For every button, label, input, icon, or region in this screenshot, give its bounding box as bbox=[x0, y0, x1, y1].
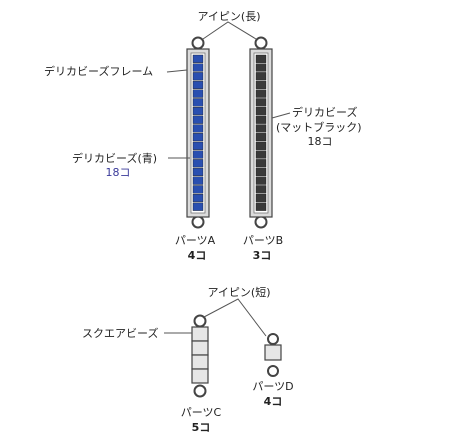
delica-bead bbox=[192, 106, 204, 116]
delica-bead bbox=[255, 159, 267, 168]
part-a-illustration bbox=[186, 36, 210, 229]
delica-bead bbox=[192, 115, 204, 124]
label-delica-black-line1: デリカビーズ bbox=[292, 106, 358, 119]
label-part-a-count: 4コ bbox=[187, 249, 207, 262]
square-bead bbox=[191, 354, 209, 370]
delica-bead bbox=[255, 115, 267, 124]
eye-ring-bottom bbox=[193, 384, 207, 398]
label-part-d-count: 4コ bbox=[263, 395, 283, 408]
label-eyepin-long: アイピン(長) bbox=[197, 10, 261, 23]
delica-bead bbox=[192, 167, 204, 177]
delica-bead bbox=[192, 193, 204, 203]
delica-bead bbox=[255, 106, 267, 116]
delica-bead bbox=[192, 150, 204, 159]
eye-ring-bottom bbox=[254, 215, 268, 229]
delica-bead bbox=[192, 141, 204, 150]
label-eyepin-short: アイピン(短) bbox=[207, 286, 271, 299]
leader-eyepin-short bbox=[203, 298, 267, 337]
eye-ring-top bbox=[267, 333, 279, 345]
delica-bead bbox=[255, 72, 267, 81]
delica-bead bbox=[192, 89, 204, 98]
part-c-illustration bbox=[191, 314, 209, 398]
square-bead bbox=[191, 368, 209, 384]
blue-bead-column bbox=[192, 54, 204, 211]
delica-bead bbox=[255, 54, 267, 63]
label-part-c: パーツC bbox=[180, 406, 222, 419]
label-delica-blue-count: 18コ bbox=[105, 166, 131, 179]
delica-bead bbox=[255, 141, 267, 150]
delica-bead bbox=[192, 98, 204, 107]
label-delica-black-line2: (マットブラック) bbox=[276, 121, 362, 134]
part-d-illustration bbox=[264, 333, 282, 377]
leader-delica-frame bbox=[166, 69, 188, 73]
delica-bead bbox=[255, 98, 267, 107]
delica-bead bbox=[255, 133, 267, 142]
delica-bead bbox=[255, 80, 267, 89]
delica-bead bbox=[192, 124, 204, 133]
leader-lines bbox=[164, 21, 291, 337]
delica-bead bbox=[192, 176, 204, 185]
delica-bead bbox=[192, 185, 204, 194]
label-part-d: パーツD bbox=[252, 380, 294, 393]
delica-bead bbox=[255, 167, 267, 177]
eye-ring-bottom bbox=[267, 365, 279, 377]
eye-ring-top bbox=[191, 36, 205, 50]
label-square-beads: スクエアビーズ bbox=[82, 327, 159, 340]
delica-bead bbox=[255, 124, 267, 133]
delica-bead bbox=[255, 185, 267, 194]
black-bead-column bbox=[255, 54, 267, 211]
delica-bead bbox=[255, 176, 267, 185]
delica-bead bbox=[255, 150, 267, 159]
delica-bead bbox=[255, 89, 267, 98]
delica-bead bbox=[192, 133, 204, 142]
delica-bead bbox=[192, 72, 204, 81]
leader-eyepin-long bbox=[202, 21, 257, 40]
eye-ring-top bbox=[193, 314, 207, 328]
part-b-illustration bbox=[249, 36, 273, 229]
delica-bead bbox=[192, 159, 204, 168]
eye-ring-bottom bbox=[191, 215, 205, 229]
label-part-b-count: 3コ bbox=[252, 249, 272, 262]
label-part-b: パーツB bbox=[242, 234, 284, 247]
square-bead bbox=[191, 340, 209, 356]
label-delica-black-count: 18コ bbox=[307, 135, 333, 148]
square-bead bbox=[191, 326, 209, 342]
label-part-c-count: 5コ bbox=[191, 421, 211, 434]
delica-bead bbox=[192, 202, 204, 211]
delica-bead bbox=[255, 202, 267, 211]
label-part-a: パーツA bbox=[174, 234, 216, 247]
delica-bead bbox=[255, 193, 267, 203]
delica-bead bbox=[192, 80, 204, 89]
delica-bead bbox=[192, 63, 204, 72]
eye-ring-top bbox=[254, 36, 268, 50]
delica-bead bbox=[255, 63, 267, 72]
square-bead bbox=[264, 344, 282, 361]
label-delica-blue: デリカビーズ(青) bbox=[72, 152, 158, 165]
leader-delica-black bbox=[271, 112, 291, 119]
label-delica-frame: デリカビーズフレーム bbox=[44, 65, 154, 78]
delica-bead bbox=[192, 54, 204, 63]
